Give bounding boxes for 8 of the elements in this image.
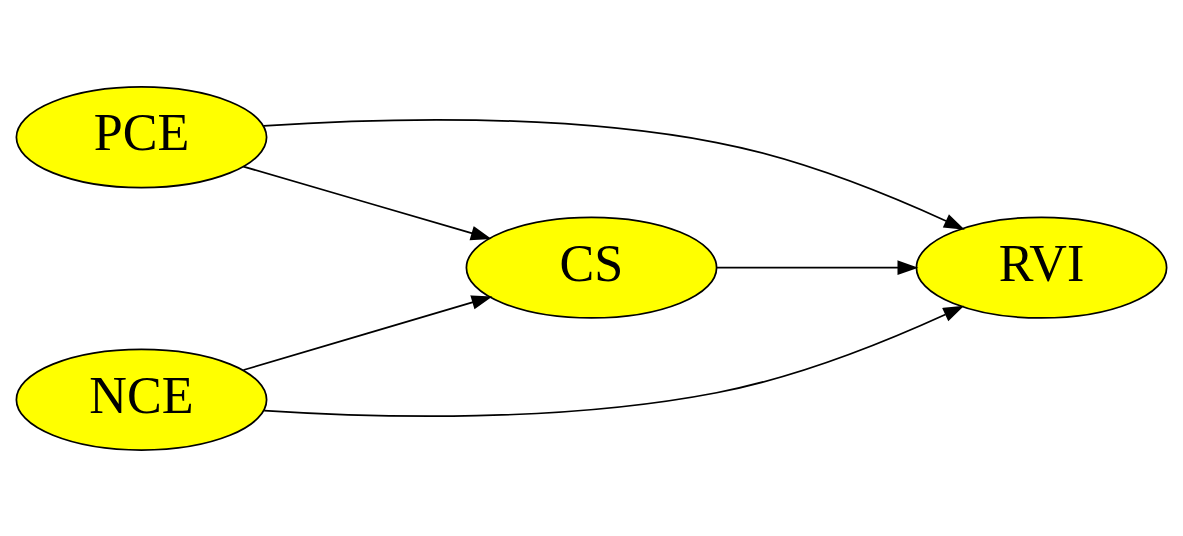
node-ellipse: CS <box>465 215 718 319</box>
node-ellipse: PCE <box>15 85 268 189</box>
node-ellipse: NCE <box>15 347 268 451</box>
arrow <box>262 118 965 230</box>
arrow <box>716 259 919 275</box>
arrow <box>242 294 493 371</box>
arrow <box>242 165 492 240</box>
arrow <box>263 305 965 417</box>
